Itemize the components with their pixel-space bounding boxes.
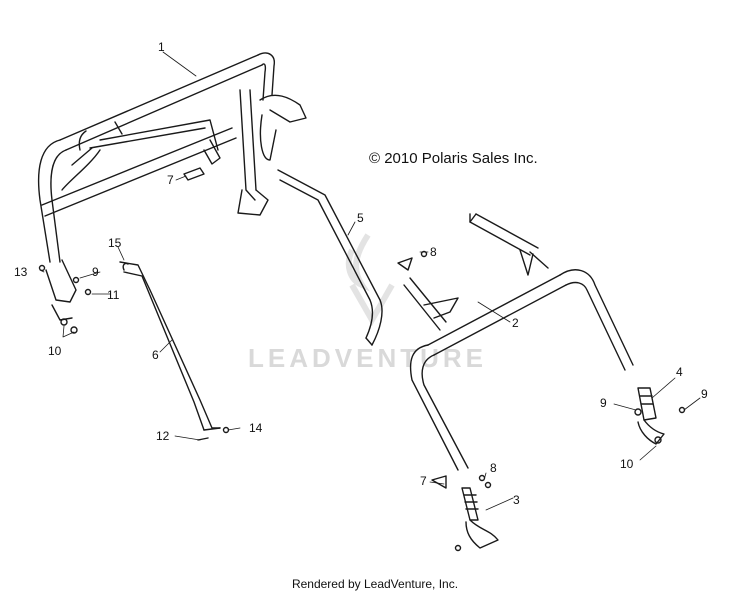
callout-14: 14 (249, 421, 263, 435)
watermark-logo (345, 233, 395, 327)
callout-10-front: 10 (48, 344, 62, 358)
callout-3: 3 (513, 493, 520, 507)
callout-6: 6 (152, 348, 159, 362)
callout-11: 11 (107, 288, 120, 302)
callout-8-lower: 8 (490, 461, 497, 475)
rear-lower-mount (461, 487, 499, 549)
callout-4: 4 (676, 365, 683, 379)
callout-10-rear: 10 (620, 457, 634, 471)
front-cage-frame (37, 52, 307, 263)
callout-9-rear-right: 9 (701, 387, 708, 401)
callout-9-front: 9 (92, 265, 99, 279)
callout-2: 2 (512, 316, 519, 330)
callout-7-rear: 7 (420, 474, 427, 488)
callout-9-rear-left: 9 (600, 396, 607, 410)
side-tube-lower (119, 261, 221, 431)
callout-5: 5 (357, 211, 364, 225)
copyright-text: © 2010 Polaris Sales Inc. (369, 150, 538, 167)
callout-7-front: 7 (167, 173, 174, 187)
watermark: LEADVENTURE (248, 343, 488, 373)
rear-right-mount (637, 387, 665, 445)
callout-15: 15 (108, 236, 122, 250)
leader-lines (39, 51, 701, 511)
callout-labels: 1 2 3 4 5 6 7 7 8 8 9 9 9 10 10 11 12 13… (14, 40, 708, 507)
rear-cage-frame (403, 213, 634, 471)
callout-13: 13 (14, 265, 28, 279)
footer-credit: Rendered by LeadVenture, Inc. (291, 577, 459, 591)
callout-12: 12 (156, 429, 170, 443)
hardware-fasteners (38, 167, 686, 552)
callout-8-upper: 8 (430, 245, 437, 259)
side-tube-upper (277, 169, 383, 346)
callout-1: 1 (158, 40, 165, 54)
